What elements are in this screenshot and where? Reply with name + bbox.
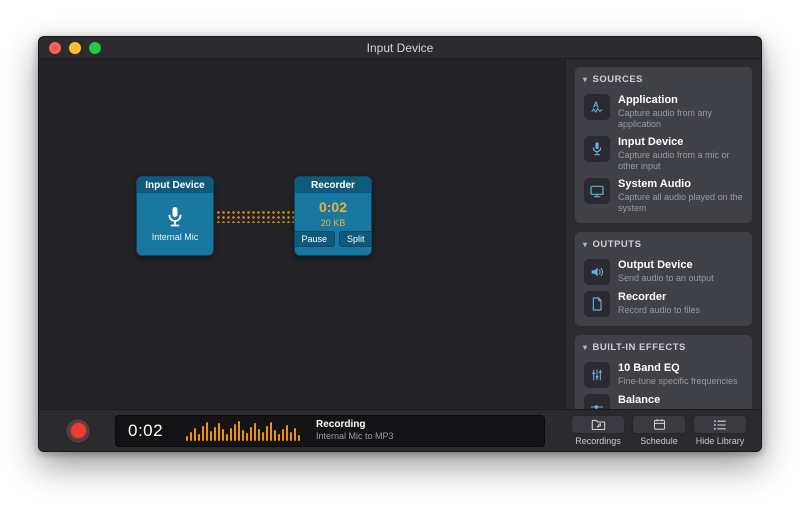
item-description: Send audio to an output [618, 273, 714, 283]
library-item-system-audio[interactable]: System Audio Capture all audio played on… [583, 175, 744, 217]
session-canvas: Input Device Internal Mic [39, 59, 565, 409]
title-bar: Input Device [39, 37, 761, 59]
node-title: Input Device [137, 177, 213, 193]
chevron-down-icon: ▾ [583, 240, 588, 249]
library-item-output-device[interactable]: Output Device Send audio to an output [583, 256, 744, 288]
button-label: Schedule [640, 436, 678, 446]
library-item-application[interactable]: A Application Capture audio from any app… [583, 91, 744, 133]
speaker-icon [584, 259, 610, 285]
item-description: Capture audio from a mic or other input [618, 150, 730, 171]
sources-panel: ▾ SOURCES A Application Capture aud [575, 67, 752, 223]
file-icon [584, 291, 610, 317]
display-icon [584, 178, 610, 204]
session-timer: 0:02 [128, 420, 164, 440]
transport-bar: 0:02 Recording Internal Mic to MP3 [39, 409, 761, 451]
section-title: OUTPUTS [592, 239, 642, 250]
schedule-button[interactable]: Schedule [632, 415, 686, 446]
close-window-button[interactable] [49, 41, 61, 54]
microphone-icon [584, 136, 610, 162]
recordings-icon [571, 415, 625, 434]
section-title: SOURCES [592, 74, 643, 85]
item-description: Adjust relative levels of stereo channel… [618, 408, 743, 409]
application-icon: A [584, 94, 610, 120]
app-window: Input Device Input Device [38, 36, 762, 452]
built-in-effects-panel: ▾ BUILT-IN EFFECTS [575, 335, 752, 409]
minimize-window-button[interactable] [69, 41, 81, 54]
effects-section-header[interactable]: ▾ BUILT-IN EFFECTS [583, 342, 744, 353]
node-recorder[interactable]: Recorder 0:02 20 KB Pause Split [294, 176, 372, 256]
zoom-window-button[interactable] [89, 41, 101, 54]
chevron-down-icon: ▾ [583, 75, 588, 84]
sources-section-header[interactable]: ▾ SOURCES [583, 74, 744, 85]
item-description: Capture all audio played on the system [618, 192, 743, 213]
item-title: 10 Band EQ [618, 362, 680, 374]
waveform [186, 420, 300, 441]
item-description: Record audio to files [618, 305, 701, 315]
audio-connection-dots [215, 209, 294, 223]
window-title: Input Device [366, 40, 434, 55]
item-description: Fine-tune specific frequencies [618, 376, 738, 386]
outputs-panel: ▾ OUTPUTS Output Device [575, 232, 752, 326]
item-title: Output Device [618, 259, 693, 271]
item-title: Application [618, 94, 678, 106]
button-label: Hide Library [695, 436, 745, 446]
calendar-icon [632, 415, 686, 434]
item-title: System Audio [618, 178, 691, 190]
pause-button[interactable]: Pause [295, 231, 336, 247]
recorder-elapsed-time: 0:02 [318, 199, 348, 215]
list-icon [693, 415, 747, 434]
equalizer-icon [584, 362, 610, 388]
item-title: Recorder [618, 291, 667, 303]
item-description: Capture audio from any application [618, 108, 713, 129]
recorder-file-size: 20 KB [320, 218, 346, 228]
balance-slider-icon [584, 394, 610, 409]
microphone-icon [163, 205, 187, 229]
split-button[interactable]: Split [339, 231, 371, 247]
outputs-section-header[interactable]: ▾ OUTPUTS [583, 239, 744, 250]
library-item-recorder[interactable]: Recorder Record audio to files [583, 288, 744, 320]
library-item-10-band-eq[interactable]: 10 Band EQ Fine-tune specific frequencie… [583, 359, 744, 391]
status-subtitle: Internal Mic to MP3 [316, 431, 394, 441]
recording-status-box: 0:02 Recording Internal Mic to MP3 [115, 414, 545, 447]
node-input-device[interactable]: Input Device Internal Mic [136, 176, 214, 256]
item-title: Balance [618, 394, 661, 406]
button-label: Recordings [575, 436, 621, 446]
item-title: Input Device [618, 136, 684, 148]
node-subtitle: Internal Mic [151, 231, 199, 242]
library-item-balance[interactable]: Balance Adjust relative levels of stereo… [583, 391, 744, 409]
recordings-button[interactable]: Recordings [571, 415, 625, 446]
section-title: BUILT-IN EFFECTS [592, 342, 686, 353]
record-button[interactable] [65, 417, 91, 444]
library-sidebar: ▾ SOURCES A Application Capture aud [565, 59, 761, 409]
hide-library-button[interactable]: Hide Library [693, 415, 747, 446]
chevron-down-icon: ▾ [583, 343, 588, 352]
svg-text:A: A [593, 101, 599, 110]
node-title: Recorder [295, 177, 371, 193]
library-item-input-device[interactable]: Input Device Capture audio from a mic or… [583, 133, 744, 175]
record-icon [70, 423, 86, 438]
status-title: Recording [316, 419, 366, 430]
